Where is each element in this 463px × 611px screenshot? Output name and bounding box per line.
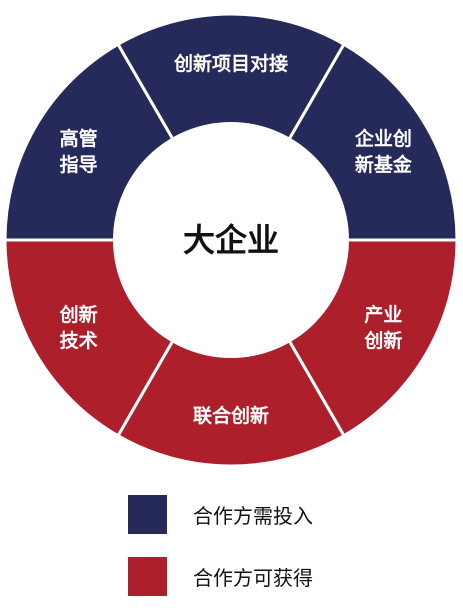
segment-label-2: 产业创新 bbox=[363, 303, 402, 352]
segment-label-line: 高管 bbox=[60, 127, 98, 150]
segment-label-line: 新基金 bbox=[355, 153, 413, 176]
center-label: 大企业 bbox=[183, 221, 279, 259]
legend-item-gain: 合作方可获得 bbox=[128, 556, 448, 596]
legend-swatch-red bbox=[128, 556, 167, 596]
legend-label-gain: 合作方可获得 bbox=[193, 565, 313, 590]
legend-item-invest: 合作方需投入 bbox=[128, 494, 448, 534]
segment-label-0: 创新项目对接 bbox=[173, 52, 288, 75]
center-disc bbox=[113, 122, 349, 358]
segment-label-line: 联合创新 bbox=[193, 404, 269, 427]
segment-label-5: 高管指导 bbox=[60, 127, 98, 176]
segment-label-line: 产业 bbox=[364, 303, 402, 326]
segment-label-line: 指导 bbox=[60, 154, 98, 176]
segment-label-line: 创新 bbox=[363, 329, 402, 352]
segment-label-4: 创新技术 bbox=[59, 303, 98, 352]
segment-label-line: 创新项目对接 bbox=[173, 52, 288, 75]
segment-label-line: 企业创 bbox=[354, 127, 412, 150]
segment-label-3: 联合创新 bbox=[193, 404, 269, 427]
legend-swatch-navy bbox=[128, 494, 167, 534]
segment-label-1: 企业创新基金 bbox=[354, 127, 413, 176]
segment-label-line: 技术 bbox=[60, 329, 98, 352]
segment-label-line: 创新 bbox=[59, 303, 98, 326]
legend-label-invest: 合作方需投入 bbox=[193, 503, 313, 528]
